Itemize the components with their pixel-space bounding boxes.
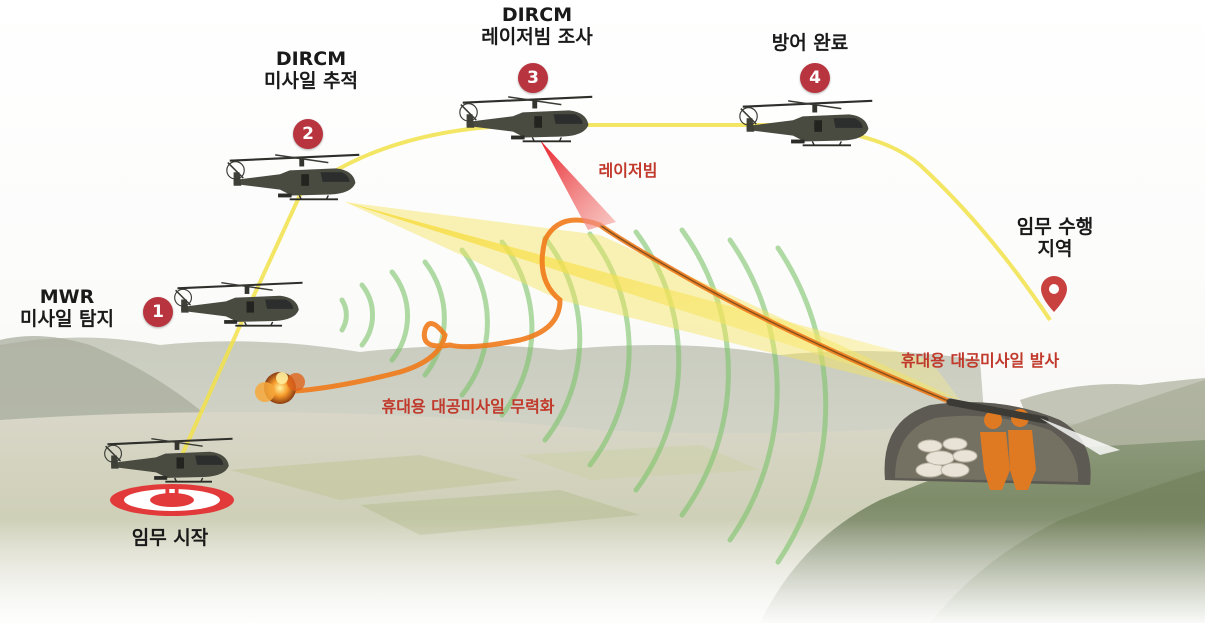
step-badge-3: 3 bbox=[518, 63, 548, 93]
step-badge-2: 2 bbox=[293, 119, 323, 149]
mission-area-line2: 지역 bbox=[1037, 238, 1073, 261]
location-pin-icon bbox=[1041, 276, 1067, 312]
mission-start-label: 임무 시작 bbox=[131, 527, 209, 549]
helipad-icon bbox=[110, 484, 234, 516]
step-4-title: 방어 완료 bbox=[771, 32, 849, 54]
missile-launcher bbox=[884, 398, 1120, 490]
laser-beam-label: 레이저빔 bbox=[598, 161, 658, 180]
step-2-subtitle: 미사일 추적 bbox=[263, 70, 358, 93]
step-badge-4: 4 bbox=[800, 63, 830, 93]
step-1-label: MWR 미사일 탐지 bbox=[0, 286, 134, 331]
missile-neutralized-label: 휴대용 대공미사일 무력화 bbox=[381, 397, 555, 416]
step-1-title: MWR bbox=[39, 286, 95, 308]
missile-launch-label: 휴대용 대공미사일 발사 bbox=[900, 351, 1060, 370]
step-badge-1: 1 bbox=[143, 297, 173, 327]
mission-area-label: 임무 수행 지역 bbox=[985, 216, 1125, 261]
tracking-beam bbox=[345, 202, 960, 400]
laser-beam bbox=[540, 140, 616, 230]
step-3-title: DIRCM bbox=[501, 4, 573, 26]
step-3-label: DIRCM 레이저빔 조사 bbox=[452, 4, 622, 49]
step-2-label: DIRCM 미사일 추적 bbox=[236, 48, 386, 93]
helipad-mark: H bbox=[163, 484, 181, 508]
explosion-icon bbox=[255, 372, 305, 404]
step-3-subtitle: 레이저빔 조사 bbox=[481, 26, 593, 49]
step-2-title: DIRCM bbox=[275, 48, 347, 70]
step-4-label: 방어 완료 bbox=[745, 32, 875, 54]
jamming-waves bbox=[339, 227, 829, 565]
step-1-subtitle: 미사일 탐지 bbox=[19, 308, 114, 331]
mission-area-line1: 임무 수행 bbox=[1016, 216, 1094, 238]
